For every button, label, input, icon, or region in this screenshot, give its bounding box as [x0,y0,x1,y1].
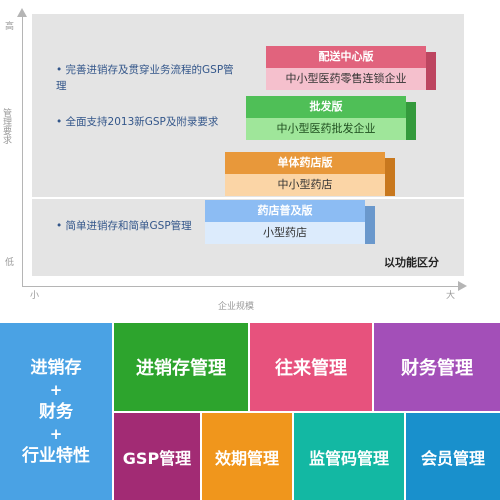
module-tile-gsp: GSP管理 [114,413,200,500]
edition-name: 配送中心版 [266,46,426,68]
edition-diagram: 高 低 管理要求 小 大 企业规模 • 完善进销存及贯穿业务流程的GSP管理 •… [1,8,467,312]
edition-target: 中小型医药批发企业 [246,118,406,140]
summary-line: 行业特性 [22,445,90,466]
step-single-store-edition: 单体药店版 中小型药店 [225,152,395,196]
y-axis-title: 管理要求 [1,108,11,144]
step-distribution-center-edition: 配送中心版 中小型医药零售连锁企业 [266,46,436,90]
step-pharmacy-edition: 药店普及版 小型药店 [205,200,375,244]
y-axis-arrow-icon [17,8,27,17]
summary-line: 进销存 [30,357,82,378]
module-tile-expiry: 效期管理 [202,413,292,500]
x-axis-small-label: 小 [30,291,40,301]
x-axis-arrow-icon [458,281,467,291]
module-tile-inventory: 进销存管理 [114,323,248,411]
module-grid: 进销存 + 财务 + 行业特性 进销存管理 往来管理 财务管理 GSP管理 效期… [0,323,500,500]
summary-tile: 进销存 + 财务 + 行业特性 [0,323,112,500]
module-label: 往来管理 [275,358,347,379]
module-tile-contacts: 往来管理 [250,323,372,411]
module-label: 会员管理 [420,448,485,468]
x-axis-large-label: 大 [446,291,456,301]
step-side [365,206,375,244]
edition-target: 小型药店 [205,222,365,244]
module-label: 财务管理 [401,358,473,379]
feature-text: • 全面支持2013新GSP及附录要求 [56,116,219,128]
x-axis [22,286,462,287]
edition-target: 中小型医药零售连锁企业 [266,68,426,90]
y-axis-high-label: 高 [5,22,15,32]
module-label: 效期管理 [214,448,279,468]
module-tile-member: 会员管理 [406,413,500,500]
x-axis-title: 企业规模 [218,302,255,312]
y-axis [22,14,23,286]
module-label: 监管码管理 [308,448,389,468]
summary-line: 财务 [39,401,73,422]
plus-sign: + [49,424,63,443]
step-side [426,52,436,90]
module-tile-finance: 财务管理 [374,323,500,411]
edition-name: 药店普及版 [205,200,365,222]
step-side [406,102,416,140]
function-note: 以功能区分 [384,256,439,269]
plus-sign: + [49,380,63,399]
module-tile-supervision-code: 监管码管理 [294,413,404,500]
y-axis-low-label: 低 [5,258,15,268]
module-label: 进销存管理 [136,358,226,379]
step-side [385,158,395,196]
feature-text: • 完善进销存及贯穿业务流程的GSP管理 [56,64,234,92]
feature-text: • 简单进销存和简单GSP管理 [56,220,192,232]
edition-name: 批发版 [246,96,406,118]
edition-target: 中小型药店 [225,174,385,196]
module-label: GSP管理 [122,448,192,468]
step-wholesale-edition: 批发版 中小型医药批发企业 [246,96,416,140]
edition-name: 单体药店版 [225,152,385,174]
